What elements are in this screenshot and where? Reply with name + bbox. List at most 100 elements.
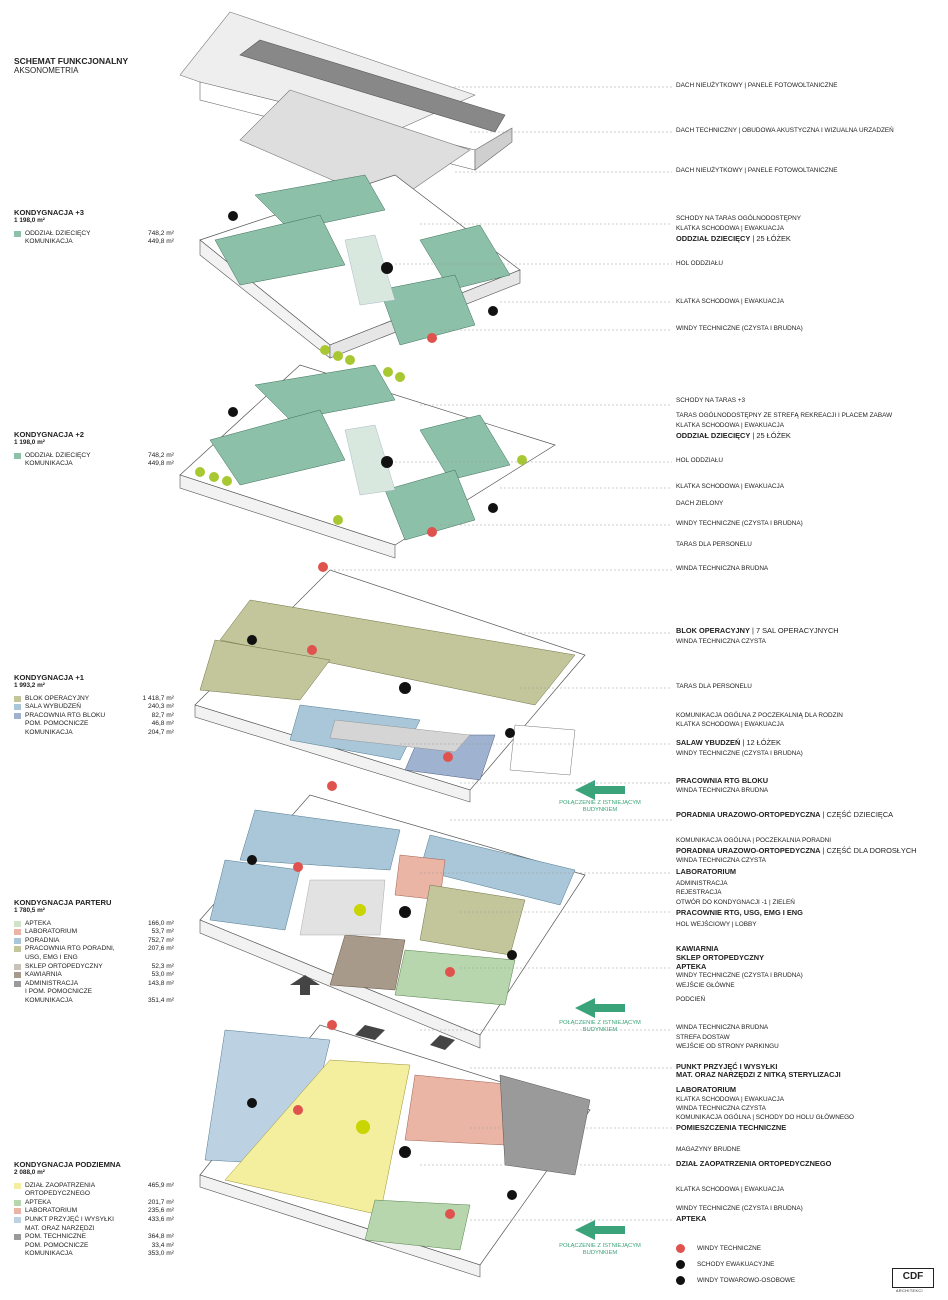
callout-text: WINDY TECHNICZNE (CZYSTA I BRUDNA)	[676, 972, 803, 979]
item-value: 201,7 m²	[147, 1198, 174, 1206]
callout-text: SKLEP ORTOPEDYCZNY	[676, 953, 765, 962]
logo-sub: ARCHITEKCI	[896, 1289, 923, 1293]
callout-text: DACH NIEUŻYTKOWY | PANELE FOTOWOLTANICZN…	[676, 167, 838, 174]
connection-line2: BUDYNKIEM	[582, 1027, 618, 1033]
legend-item: WINDY TOWAROWO-OSOBOWE	[676, 1276, 795, 1285]
callout-text: ODDZIAŁ DZIECIĘCY	[676, 431, 751, 440]
level-item: PUNKT PRZYJĘĆ I WYSYŁKI MAT. ORAZ NARZĘD…	[14, 1216, 174, 1233]
item-value: 235,6 m²	[147, 1207, 174, 1215]
color-swatch	[14, 972, 21, 979]
callout-label: OTWÓR DO KONDYGNACJI -1 | ZIELEŃ	[676, 899, 795, 907]
callout-text: OTWÓR DO KONDYGNACJI -1 | ZIELEŃ	[676, 899, 795, 906]
callout-text: KOMUNIKACJA OGÓLNA Z POCZEKALNIĄ DLA ROD…	[676, 712, 843, 719]
callout-label: KLATKA SCHODOWA | EWAKUACJA	[676, 1186, 784, 1194]
color-swatch	[14, 704, 21, 711]
callout-label: KLATKA SCHODOWA | EWAKUACJA	[676, 1096, 784, 1104]
callout-text: WINDY TECHNICZNE (CZYSTA I BRUDNA)	[676, 325, 803, 332]
item-label: PORADNIA	[25, 936, 60, 944]
callout-label: PODCIEŃ	[676, 996, 705, 1004]
callout-label: SCHODY NA TARAS +3	[676, 397, 745, 405]
color-swatch	[14, 963, 21, 970]
callout-label: PRACOWNIA RTG BLOKU	[676, 777, 768, 785]
item-label: BLOK OPERACYJNY	[25, 694, 90, 702]
callout-text: KLATKA SCHODOWA | EWAKUACJA	[676, 225, 784, 232]
callout-label: WINDA TECHNICZNA CZYSTA	[676, 857, 766, 865]
callout-label: DZIAŁ ZAOPATRZENIA ORTOPEDYCZNEGO	[676, 1160, 831, 1168]
callout-text: KLATKA SCHODOWA | EWAKUACJA	[676, 483, 784, 490]
leader-lines	[330, 86, 672, 1221]
item-label: POM. POMOCNICZE	[25, 720, 89, 728]
callout-label: PORADNIA URAZOWO-ORTOPEDYCZNA | CZĘŚĆ DL…	[676, 847, 917, 855]
item-label: PRACOWNIA RTG PORADNI, USG, EMG I ENG	[25, 945, 115, 961]
callout-label: WINDA TECHNICZNA BRUDNA	[676, 787, 768, 795]
item-label: DZIAŁ ZAOPATRZENIA ORTOPEDYCZNEGO	[25, 1181, 96, 1198]
color-swatch	[14, 239, 21, 245]
level-name: KONDYGNACJA +2	[14, 430, 84, 439]
callout-text: SCHODY NA TARAS +3	[676, 397, 746, 404]
callout-label: MAT. ORAZ NARZĘDZI Z NITKĄ STERYLIZACJI	[676, 1071, 841, 1079]
item-label: LABORATORIUM	[25, 1207, 78, 1215]
callout-detail: | 7 SAL OPERACYJNYCH	[749, 626, 839, 635]
item-label: KOMUNIKACJA	[25, 728, 73, 736]
callout-text: LABORATORIUM	[676, 1085, 737, 1094]
level-area: 1 198,0 m²	[14, 439, 45, 446]
item-value: 240,3 m²	[147, 703, 174, 711]
color-swatch	[14, 1208, 21, 1215]
callout-text: DZIAŁ ZAOPATRZENIA ORTOPEDYCZNEGO	[676, 1159, 832, 1168]
callout-label: WINDY TECHNICZNE (CZYSTA I BRUDNA)	[676, 750, 803, 758]
callout-text: PUNKT PRZYJĘĆ I WYSYŁKI	[676, 1062, 778, 1071]
item-value: 748,2 m²	[147, 451, 174, 459]
item-value: 53,0 m²	[151, 971, 174, 979]
item-value: 204,7 m²	[147, 728, 174, 736]
callout-label: SCHODY NA TARAS OGÓLNODOSTĘPNY	[676, 215, 801, 223]
callout-text: WINDA TECHNICZNA CZYSTA	[676, 638, 766, 645]
callout-label: KLATKA SCHODOWA | EWAKUACJA	[676, 483, 784, 491]
freight-elevator-icon	[676, 1276, 685, 1285]
callout-label: KLATKA SCHODOWA | EWAKUACJA	[676, 721, 784, 729]
callout-text: WINDA TECHNICZNA CZYSTA	[676, 857, 766, 864]
color-swatch	[14, 1182, 21, 1189]
callout-label: POMIESZCZENIA TECHNICZNE	[676, 1124, 786, 1132]
callout-text: KLATKA SCHODOWA | EWAKUACJA	[676, 298, 784, 305]
item-value: 207,6 m²	[147, 945, 174, 953]
callout-detail: | CZĘŚĆ DLA DOROSŁYCH	[820, 846, 917, 855]
level-area: 1 780,5 m²	[14, 907, 45, 914]
page-subtitle: AKSONOMETRIA	[14, 66, 79, 75]
callout-label: SALAW YBUDZEŃ | 12 ŁÓŻEK	[676, 739, 781, 747]
level-area: 2 088,0 m²	[14, 1169, 45, 1176]
callout-text: KOMUNIKACJA OGÓLNA | SCHODY DO HOLU GŁÓW…	[676, 1114, 855, 1121]
color-swatch	[14, 920, 21, 927]
item-label: KOMUNIKACJA	[25, 460, 73, 468]
color-swatch	[14, 1234, 21, 1241]
callout-text: ADMINISTRACJA	[676, 880, 728, 887]
item-value: 166,0 m²	[147, 919, 174, 927]
callout-text: HOL WEJŚCIOWY | LOBBY	[676, 921, 757, 928]
item-value: 143,8 m²	[147, 979, 174, 987]
callout-text: SALAW YBUDZEŃ	[676, 738, 741, 747]
item-label: SALA WYBUDZEŃ	[25, 703, 82, 711]
item-label: KAWIARNIA	[25, 971, 62, 979]
callout-text: TARAS OGÓLNODOSTĘPNY ZE STREFĄ REKREACJI…	[676, 412, 893, 419]
callout-text: POMIESZCZENIA TECHNICZNE	[676, 1123, 787, 1132]
item-value: 353,0 m²	[147, 1250, 174, 1258]
color-swatch	[14, 1251, 21, 1257]
color-swatch	[14, 721, 21, 727]
callout-label: TARAS DLA PERSONELU	[676, 683, 752, 691]
callout-label: WINDA TECHNICZNA BRUDNA	[676, 565, 768, 573]
callout-text: PRACOWNIE RTG, USG, EMG I ENG	[676, 908, 803, 917]
color-swatch	[14, 730, 21, 736]
callout-text: WINDY TECHNICZNE (CZYSTA I BRUDNA)	[676, 1205, 803, 1212]
